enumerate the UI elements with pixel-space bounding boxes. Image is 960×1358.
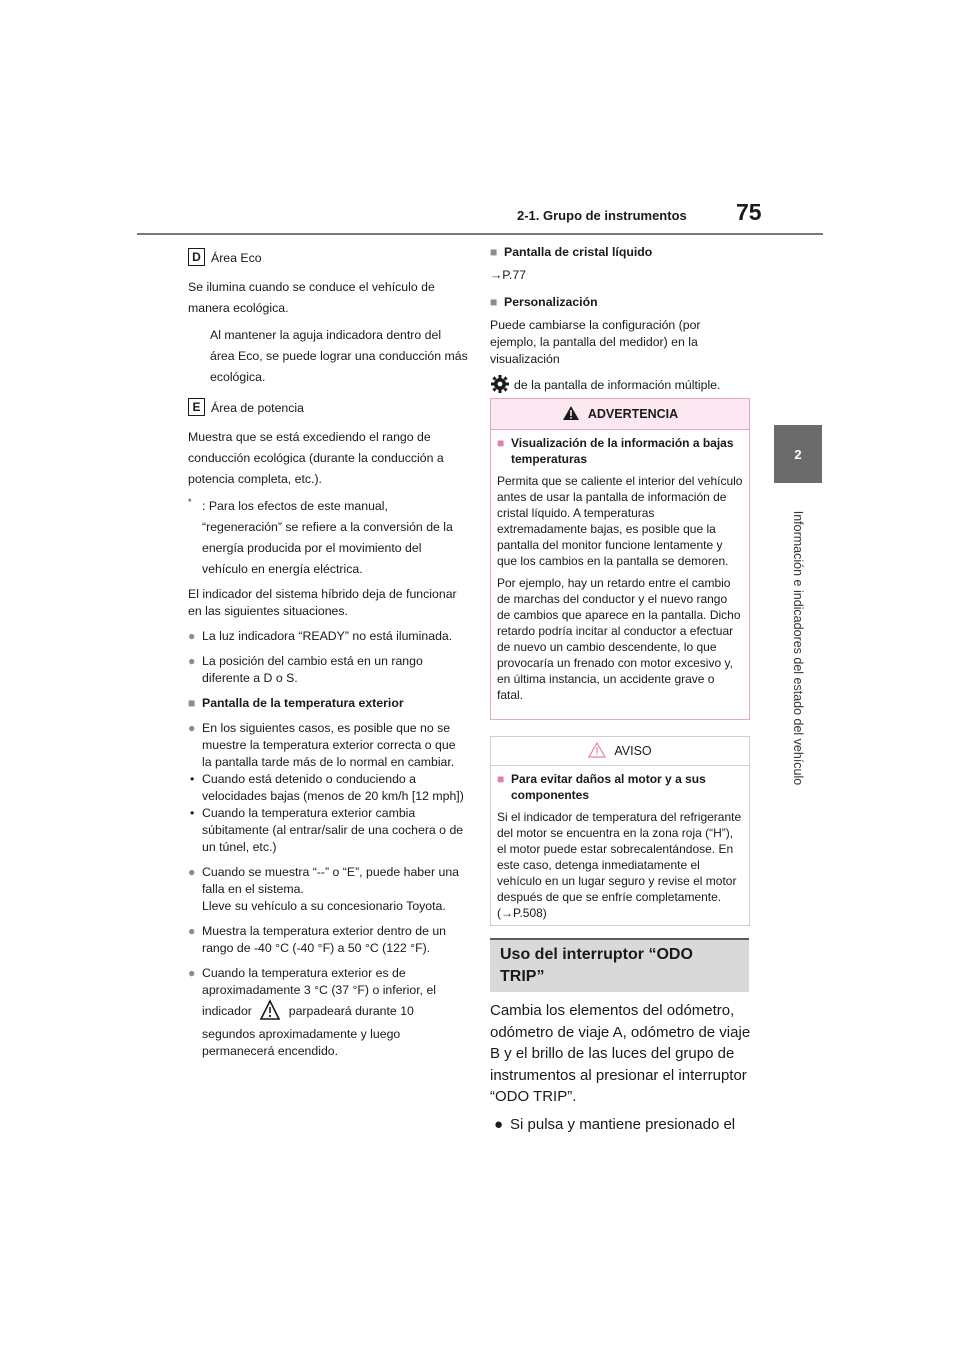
notice-body: ■ Para evitar daños al motor y a sus comp… (491, 766, 749, 926)
warning-header: ADVERTENCIA (491, 399, 749, 430)
list-item: ● En los siguientes casos, es posible que… (188, 720, 468, 771)
footnote-marker: * (188, 497, 192, 507)
sub-item: • Cuando está detenido o conduciendo a ve… (188, 771, 468, 805)
e-title: Área de potencia (211, 401, 304, 415)
d-paragraph-2: Al mantener la aguja indicadora dentro d… (210, 328, 468, 384)
warning-body: ■ Visualización de la información a bajas… (491, 430, 749, 708)
notice-box: AVISO ■ Para evitar daños al motor y a su… (490, 736, 750, 926)
list-item-text: Muestra la temperatura exterior dentro d… (202, 924, 447, 955)
heading-text: Pantalla de cristal líquido (504, 245, 653, 259)
road-ice-warning-icon (259, 999, 281, 1026)
page-number: 75 (736, 199, 762, 225)
circle-bullet-icon: ● (188, 654, 196, 668)
circle-bullet-icon: ● (188, 721, 196, 735)
list-item: ● Cuando se muestra “--” o “E”, puede hab… (188, 864, 468, 915)
notice-heading: ■ Para evitar daños al motor y a sus comp… (497, 771, 743, 803)
section-bullet-text: Si pulsa y mantiene presionado el (510, 1115, 736, 1133)
warning-paragraph-2: Por ejemplo, hay un retardo entre el cam… (497, 576, 741, 702)
chapter-tab-label: Información e indicadores del estado del… (791, 510, 806, 786)
section-intro: Cambia los elementos del odómetro, odóme… (490, 1000, 752, 1135)
circle-bullet-icon: ● (188, 865, 196, 879)
heading-text: Visualización de la información a bajas … (511, 436, 734, 466)
letter-d-badge: D (188, 248, 205, 266)
list-item-text: La luz indicadora “READY” no está ilumin… (202, 629, 453, 643)
e-heading: E Área de potencia (188, 398, 468, 419)
left-column: D Área Eco Se ilumina cuando se conduce e… (188, 248, 468, 1060)
outside-temp-heading: ■ Pantalla de la temperatura exterior (188, 695, 468, 712)
right-column: ■ Pantalla de cristal líquido →P.77 ■ Pers… (490, 244, 750, 416)
list-item-text: En los siguientes casos, es posible que … (202, 721, 456, 769)
section-title-box: Uso del interruptor “ODO TRIP” (490, 938, 749, 992)
section-bullet: ● Si pulsa y mantiene presionado el (490, 1114, 752, 1136)
header-rule (137, 233, 823, 235)
caution-triangle-icon (588, 741, 607, 761)
warning-heading: ■ Visualización de la información a bajas… (497, 435, 743, 467)
list-item: ● Cuando la temperatura exterior es de ap… (188, 965, 468, 1060)
square-bullet-icon: ■ (188, 696, 196, 710)
circle-bullet-icon: ● (188, 629, 196, 643)
heading-text: Personalización (504, 295, 598, 309)
dot-bullet-icon: • (190, 806, 195, 820)
footnote-text: : Para los efectos de este manual, “rege… (202, 499, 453, 576)
chapter-tab-number: 2 (774, 425, 822, 483)
customization-heading: ■ Personalización (490, 294, 750, 311)
sub-item: • Cuando la temperatura exterior cambia s… (188, 805, 468, 856)
warning-paragraph-1: Permita que se caliente el interior del … (497, 474, 743, 568)
warning-triangle-icon (562, 405, 580, 424)
circle-bullet-icon: ● (188, 966, 196, 980)
list-item-text: Cuando se muestra “--” o “E”, puede habe… (202, 865, 460, 896)
square-bullet-icon: ■ (490, 295, 498, 309)
section-title: Uso del interruptor “ODO TRIP” (500, 946, 693, 985)
sub-item-text: Cuando la temperatura exterior cambia sú… (202, 806, 464, 854)
list-item-text: La posición del cambio está en un rango … (202, 654, 423, 685)
e-paragraph: Muestra que se está excediendo el rango … (188, 430, 444, 486)
section-intro-paragraph: Cambia los elementos del odómetro, odóme… (490, 1002, 751, 1105)
customization-paragraph-1: Puede cambiarse la configuración (por ej… (490, 318, 701, 366)
dot-bullet-icon: • (190, 772, 195, 786)
notice-header: AVISO (491, 737, 749, 766)
list-item: ● La luz indicadora “READY” no está ilumi… (188, 628, 468, 645)
square-bullet-icon: ■ (490, 245, 498, 259)
circle-bullet-icon: ● (188, 924, 196, 938)
list-item: ● Muestra la temperatura exterior dentro … (188, 923, 468, 957)
square-bullet-icon: ■ (497, 436, 505, 450)
warning-title: ADVERTENCIA (587, 407, 679, 421)
d-title: Área Eco (211, 251, 262, 265)
letter-e-badge: E (188, 398, 205, 416)
list-item: ● La posición del cambio está en un rango… (188, 653, 468, 687)
heading-text: Pantalla de la temperatura exterior (202, 696, 404, 710)
footnote: * : Para los efectos de este manual, “reg… (188, 496, 468, 580)
d-paragraph-1: Se ilumina cuando se conduce el vehículo… (188, 280, 435, 315)
warning-box: ADVERTENCIA ■ Visualización de la informa… (490, 398, 750, 720)
lcd-heading: ■ Pantalla de cristal líquido (490, 244, 750, 261)
chapter-tab-label-container: Información e indicadores del estado del… (767, 498, 829, 798)
notice-title: AVISO (614, 744, 652, 758)
d-heading: D Área Eco (188, 248, 468, 269)
list-item-text-2: Lleve su vehículo a su concesionario Toy… (202, 899, 446, 913)
gear-icon (490, 374, 510, 399)
list-item-text-2: parpadeará durante 10 segundos aproximad… (202, 1004, 414, 1058)
lcd-reference-link[interactable]: →P.77 (490, 268, 527, 282)
section-header: 2-1. Grupo de instrumentos (517, 208, 687, 223)
square-bullet-icon: ■ (497, 772, 505, 786)
bullet-icon: ● (494, 1115, 504, 1133)
notice-paragraph: Si el indicador de temperatura del refri… (497, 810, 742, 920)
list-item-text: Cuando la temperatura exterior es de apr… (202, 966, 437, 1018)
hybrid-paragraph: El indicador del sistema híbrido deja de… (188, 587, 457, 618)
sub-item-text: Cuando está detenido o conduciendo a vel… (202, 772, 464, 803)
heading-text: Para evitar daños al motor y a sus compo… (511, 772, 706, 802)
